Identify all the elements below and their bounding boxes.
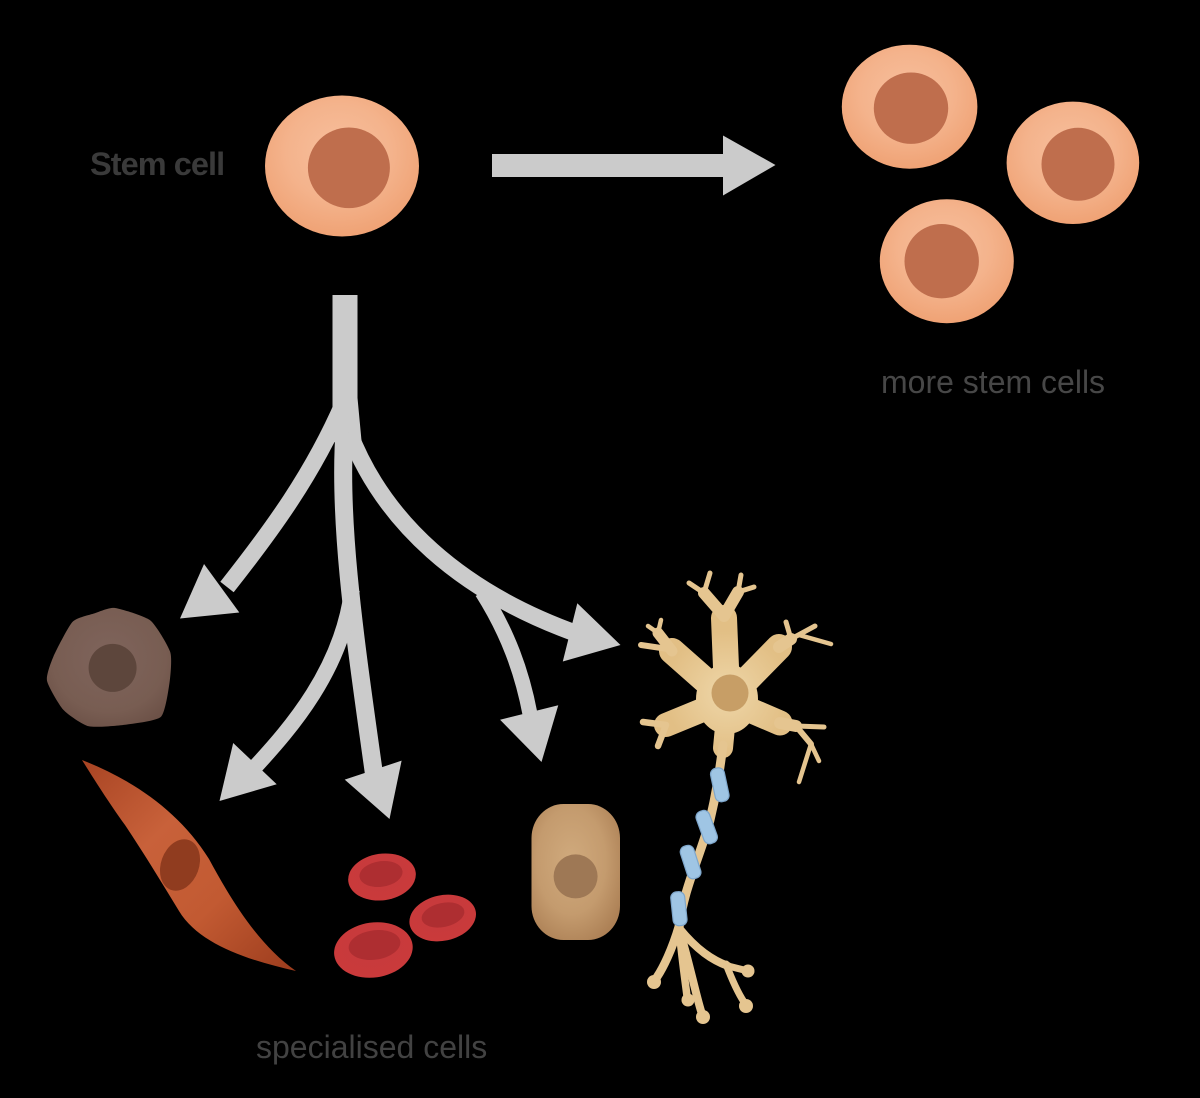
svg-text:Stem cell: Stem cell [90,146,224,182]
svg-text:specialised cells: specialised cells [256,1029,487,1065]
svg-text:more stem cells: more stem cells [881,364,1105,400]
